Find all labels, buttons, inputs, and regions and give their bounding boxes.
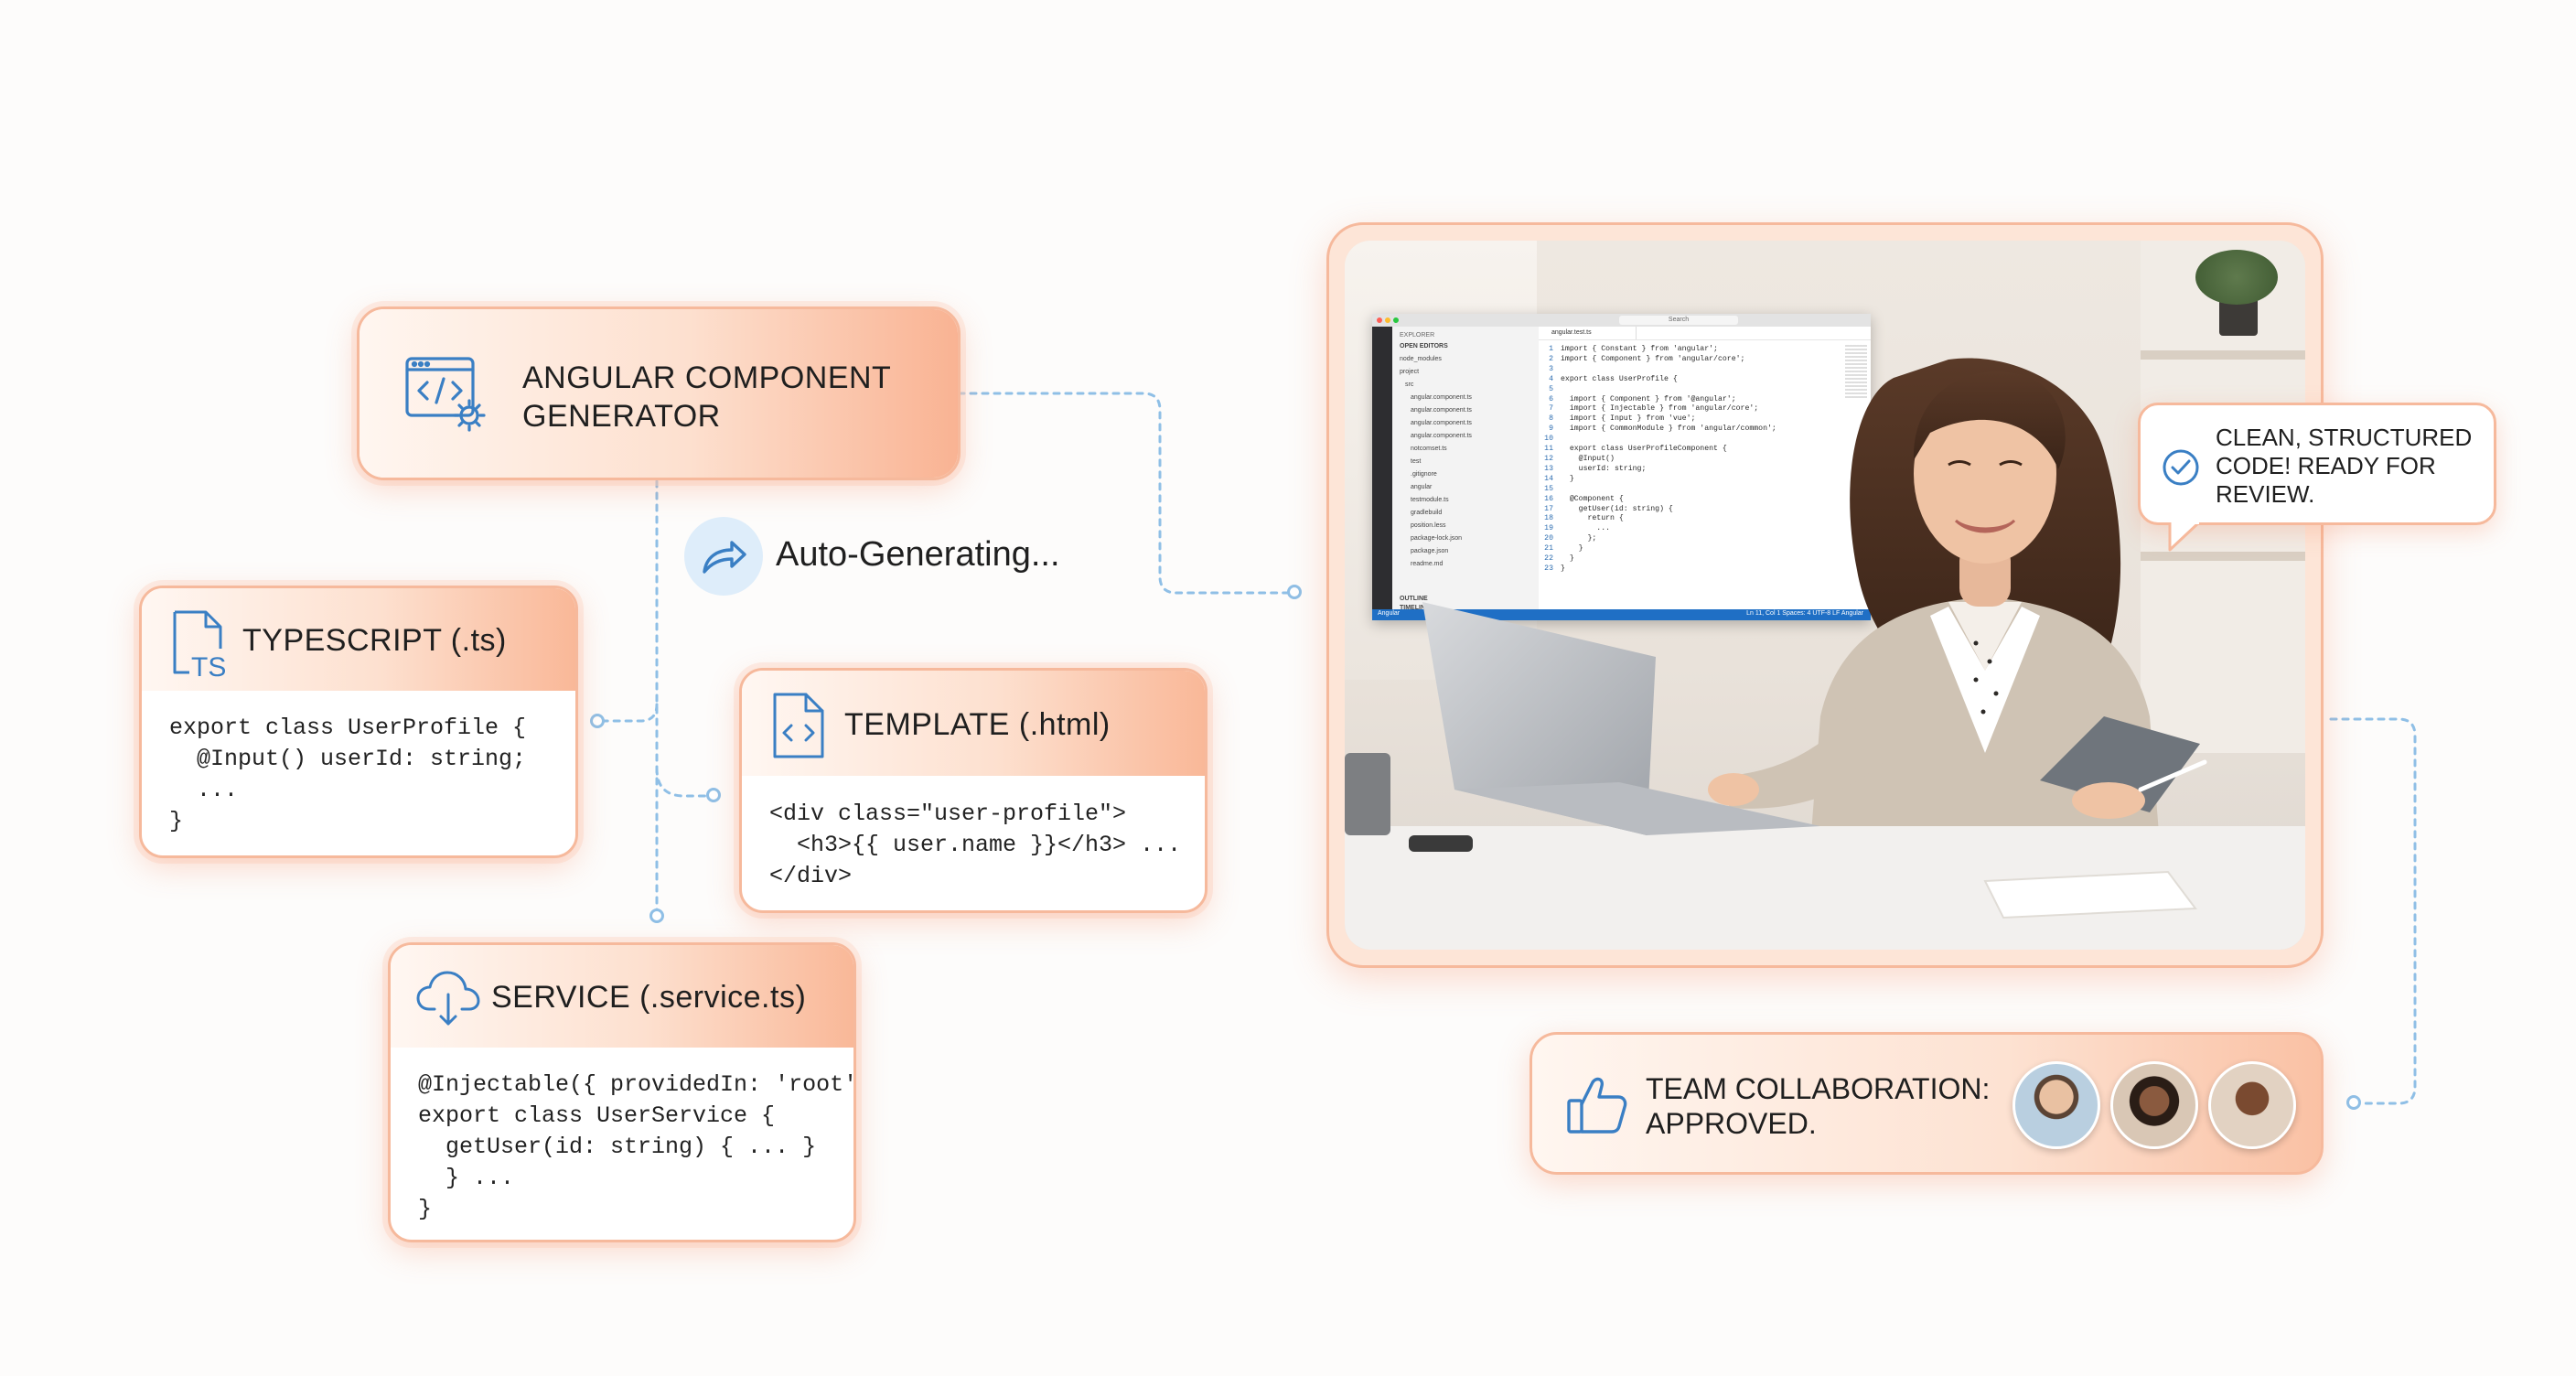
service-code: @Injectable({ providedIn: 'root' }) expo… [418,1071,856,1222]
ide-file-item[interactable]: angular.component.ts [1411,394,1472,401]
collaboration-line1: TEAM COLLABORATION: [1646,1072,1991,1105]
template-code: <div class="user-profile"> <h3>{{ user.n… [769,801,1182,889]
review-callout: CLEAN, STRUCTURED CODE! READY FOR REVIEW… [2138,403,2496,525]
thumbs-up-icon [1567,1077,1627,1134]
template-title: TEMPLATE (.html) [844,707,1111,742]
generator-title-line1: ANGULAR COMPONENT [522,360,892,395]
connector-node [706,788,721,802]
ide-minimap [1845,345,1867,400]
generator-title: ANGULAR COMPONENT GENERATOR [522,359,891,435]
connector-node [649,908,664,923]
ide-activity-bar [1372,327,1392,609]
ide-search-box[interactable]: Search [1619,316,1738,325]
ide-file-item[interactable]: package.json [1411,548,1449,554]
review-line3: REVIEW. [2216,480,2315,508]
ide-code: import { Constant } from 'angular'; impo… [1561,345,1776,573]
shelf-board [2141,552,2305,561]
ide-file-item[interactable]: readme.md [1411,561,1444,567]
ide-file-item[interactable]: testmodule.ts [1411,497,1449,503]
share-arrow-icon [684,517,763,596]
collaboration-text: TEAM COLLABORATION: APPROVED. [1646,1071,1990,1141]
avatar [2110,1061,2198,1149]
connector-node [2346,1095,2361,1110]
ide-file-item[interactable]: gradlebuild [1411,510,1443,516]
check-circle-icon [2163,449,2199,486]
review-line2: CODE! READY FOR [2216,452,2436,479]
connector-photo-to-collab [2329,717,2417,1105]
ide-titlebar: Search [1372,314,1871,327]
collaboration-line2: APPROVED. [1646,1107,1817,1140]
developer-figure [1345,358,2305,950]
typescript-code: export class UserProfile { @Input() user… [169,715,527,834]
connector-trunk-to-template [655,767,715,798]
ide-file-item[interactable]: test [1411,458,1422,465]
cloud-download-icon [416,971,480,1026]
typescript-icon-label: TS [191,652,226,680]
ide-tab[interactable]: angular.test.ts [1539,327,1637,339]
service-card: SERVICE (.service.ts) @Injectable({ prov… [388,942,856,1242]
collaboration-card: TEAM COLLABORATION: APPROVED. [1530,1032,2324,1175]
generator-title-line2: GENERATOR [522,399,721,434]
auto-generating-label: Auto-Generating... [776,535,1060,574]
typescript-card: TS TYPESCRIPT (.ts) export class UserPro… [139,586,578,858]
connector-generator-to-photo [957,392,1296,595]
connector-node [1287,585,1302,599]
review-line1: CLEAN, STRUCTURED [2216,424,2473,451]
html-file-icon [773,693,824,758]
ide-file-item[interactable]: angular.component.ts [1411,433,1472,439]
shelf-board [2141,350,2305,360]
ide-status-bar: Angular Ln 11, Col 1 Spaces: 4 UTF-8 LF … [1372,609,1871,620]
connector-trunk-to-typescript [602,703,659,723]
connector-node [590,714,605,728]
ide-file-item[interactable]: angular.component.ts [1411,407,1472,414]
ide-file-item[interactable]: position.less [1411,522,1446,529]
avatar [2012,1061,2100,1149]
auto-generating-status: Auto-Generating... [684,517,1096,596]
service-title: SERVICE (.service.ts) [491,980,807,1015]
ide-file-item[interactable]: node_modules [1400,356,1442,362]
callout-tail [2168,521,2201,552]
generator-card: ANGULAR COMPONENT GENERATOR [357,306,961,480]
ide-line-numbers: 1 2 3 4 5 6 7 8 9 10 11 12 13 14 15 16 1… [1544,345,1553,573]
ide-window: Search EXPLORER OPEN EDITORS node_module… [1372,314,1871,620]
ide-file-item[interactable]: .gitignore [1411,471,1437,478]
ide-file-item[interactable]: src [1405,382,1414,388]
code-gear-icon [405,357,486,432]
review-text: CLEAN, STRUCTURED CODE! READY FOR REVIEW… [2216,424,2472,509]
typescript-file-icon: TS [173,610,226,680]
ide-file-item[interactable]: angular.component.ts [1411,420,1472,426]
ide-editor: angular.test.ts 1 2 3 4 5 6 7 8 9 10 11 … [1539,327,1871,609]
ide-file-item[interactable]: project [1400,369,1420,375]
template-card: TEMPLATE (.html) <div class="user-profil… [739,668,1208,913]
ide-file-item[interactable]: notcomset.ts [1411,446,1447,452]
ide-file-item[interactable]: package-lock.json [1411,535,1463,542]
developer-photo: Search EXPLORER OPEN EDITORS node_module… [1345,241,2305,950]
typescript-title: TYPESCRIPT (.ts) [242,623,507,658]
avatar [2208,1061,2296,1149]
plant [2195,250,2278,305]
ide-file-item[interactable]: angular [1411,484,1433,490]
